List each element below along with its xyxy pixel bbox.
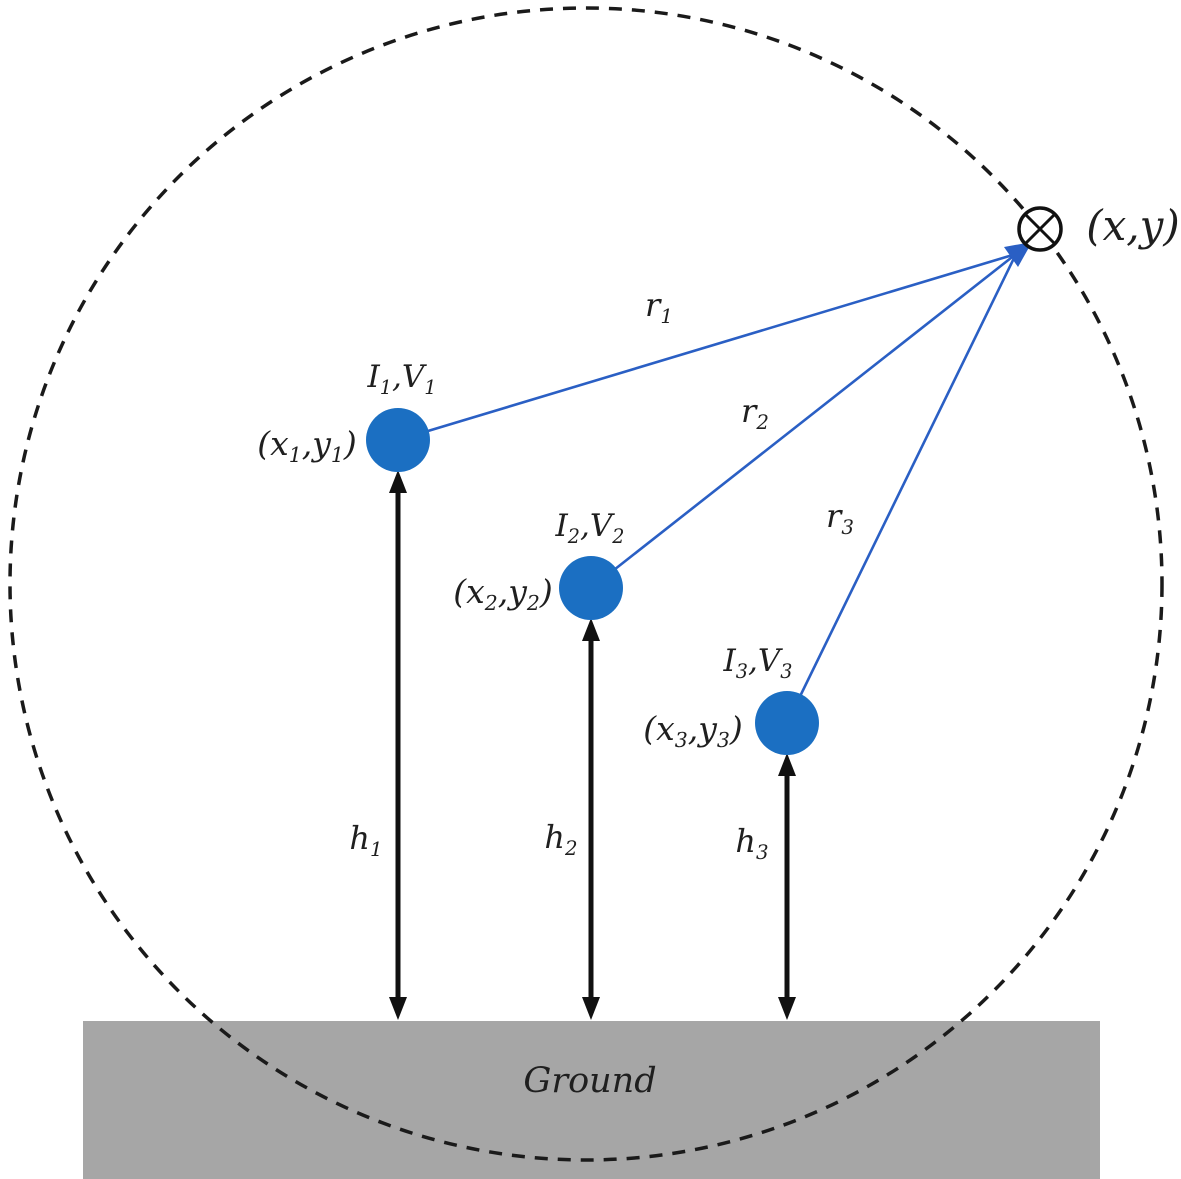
distance-rays [397,242,1032,724]
distance-r2-label: r2 [741,392,769,434]
field-point-cross-line-2 [1023,212,1057,246]
conductor-3-current-voltage-label: I3,V3 [723,643,793,683]
conductor-2-coordinate-label: (x2,y2) [453,572,553,615]
height-arrows [389,470,796,1020]
h1-arrowhead-down-icon [389,997,407,1020]
height-h3-label: h3 [735,822,768,864]
conductor-2-circle [559,556,623,620]
conductor-1-circle [366,408,430,472]
field-point-symbol [1017,206,1063,252]
dashed-boundary-circle [8,6,1164,1162]
height-h2-label: h2 [544,818,577,860]
h3-arrowhead-up-icon [778,753,796,776]
height-h1-label: h1 [349,819,382,861]
conductor-1-coordinate-label: (x1,y1) [257,424,357,467]
ground-label: Ground [523,1061,656,1101]
conductor-1-current-voltage-label: I1,V1 [367,359,437,399]
distance-r3-label: r3 [826,497,854,539]
conductor-3-coordinate-label: (x3,y3) [643,709,743,752]
field-point-label: (x,y) [1086,201,1180,250]
ray-r2-line [590,252,1017,590]
ray-r3-line [785,253,1018,724]
ray-r1-line [397,252,1017,442]
h1-arrowhead-up-icon [389,470,407,493]
h2-arrowhead-up-icon [582,618,600,641]
conductor-3-circle [755,691,819,755]
distance-r1-label: r1 [645,286,673,328]
h2-arrowhead-down-icon [582,997,600,1020]
conductor-2-current-voltage-label: I2,V2 [555,508,625,548]
h3-arrowhead-down-icon [778,997,796,1020]
ray-arrowhead-icon [1004,242,1032,267]
